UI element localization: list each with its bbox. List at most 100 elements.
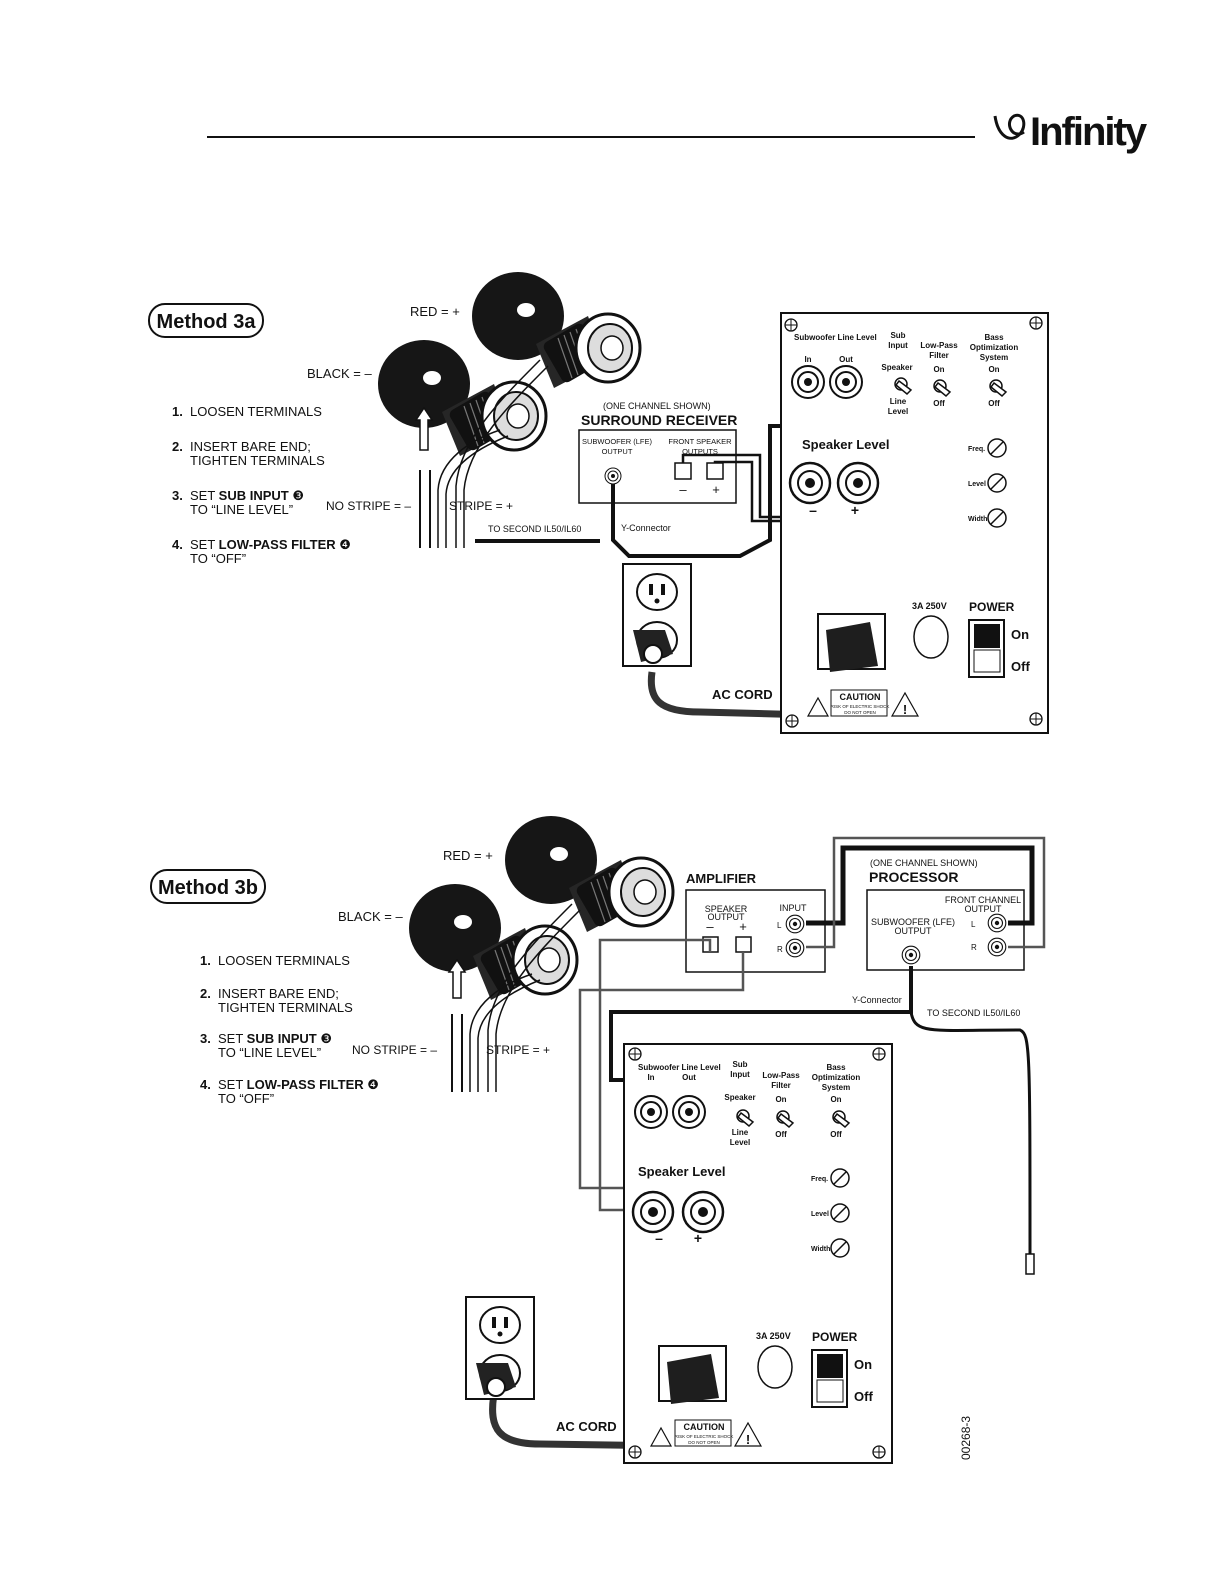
caution-text: CAUTION [840, 692, 881, 702]
step-4: 4. SET LOW-PASS FILTER ❹ TO “OFF” [172, 537, 351, 566]
caution-text-3: DO NOT OPEN [688, 1440, 719, 1445]
warning-triangle-icon [806, 696, 830, 717]
y-connector-label: Y-Connector [852, 995, 902, 1005]
speaker-wire-ends [419, 359, 549, 548]
step-3: 3. SET SUB INPUT ❸ TO “LINE LEVEL” [200, 1031, 332, 1060]
speaker-level-plus-label: + [694, 1230, 702, 1246]
iec-plug-icon [667, 1354, 719, 1404]
step-text: INSERT BARE END; [190, 439, 311, 454]
step-number: 3. [172, 488, 183, 503]
in-label: In [804, 355, 811, 364]
power-switch-rocker-off [816, 1379, 844, 1403]
screw-icon [785, 714, 799, 728]
receiver-sub-out-label-2: OUTPUT [602, 447, 633, 456]
infinity-logo-mark-icon [993, 113, 1026, 140]
step-1: 1. LOOSEN TERMINALS [200, 953, 350, 968]
line-out-jack-icon [672, 1095, 706, 1129]
line-label-2: Level [888, 407, 908, 416]
logo-text: Infinity [1030, 110, 1148, 154]
iec-plug-icon [826, 622, 878, 672]
amp-minus-label: – [706, 919, 714, 934]
line-in-jack-icon [791, 365, 825, 399]
out-label: Out [839, 355, 853, 364]
speaker-level-minus-label: – [655, 1230, 663, 1246]
method-3b: Method 3b RED = + BLACK = – NO STRIPE = … [150, 814, 1046, 1464]
power-switch-rocker [974, 624, 1000, 648]
fuse-holder-icon [913, 615, 949, 659]
caution-label: CAUTION RISK OF ELECTRIC SHOCK DO NOT OP… [649, 1419, 763, 1447]
ac-cord-label: AC CORD [556, 1419, 617, 1434]
proc-l-label: L [971, 920, 976, 929]
step-number: 3. [200, 1031, 211, 1046]
wall-outlet-icon [622, 563, 692, 667]
surround-receiver: (ONE CHANNEL SHOWN) SURROUND RECEIVER SU… [578, 401, 737, 504]
lpf-on-label: On [775, 1095, 786, 1104]
speaker-label: Speaker [724, 1093, 755, 1102]
sub-input-label: Sub [890, 331, 905, 340]
doc-code: 00268-3 [959, 1416, 973, 1460]
out-label: Out [682, 1073, 696, 1082]
speaker-level-minus-terminal-icon [631, 1190, 675, 1234]
method-3b-badge [150, 869, 266, 904]
level-label: Level [968, 481, 986, 488]
front-r-cable [806, 836, 1046, 949]
to-second-cable-b [909, 1011, 1032, 1255]
stripe-label: STRIPE = + [449, 499, 513, 513]
power-switch-rocker [817, 1354, 843, 1378]
power-label: POWER [969, 600, 1015, 614]
speaker-level-label: Speaker Level [802, 437, 889, 452]
proc-front-r-jack-icon [987, 937, 1007, 957]
step-number: 1. [200, 953, 211, 968]
caution-text-2: RISK OF ELECTRIC SHOCK [675, 1434, 734, 1439]
subwoofer-panel-a: Subwoofer Line Level In Out Sub Input Sp… [780, 312, 1049, 734]
caution-box [674, 1419, 732, 1447]
screw-icon [872, 1445, 886, 1459]
amp-plus-terminal [735, 936, 752, 953]
receiver-note: (ONE CHANNEL SHOWN) [603, 401, 711, 411]
level-label: Level [811, 1211, 829, 1218]
method-3a: Method 3a RED = + BLACK = – NO STRIPE = … [148, 270, 1049, 734]
step-text-line2: TIGHTEN TERMINALS [190, 453, 325, 468]
proc-r-label: R [971, 943, 977, 952]
step-2: 2. INSERT BARE END; TIGHTEN TERMINALS [172, 439, 325, 468]
bass-off-label: Off [830, 1130, 842, 1139]
amplifier: AMPLIFIER SPEAKER OUTPUT – + INPUT L R [685, 871, 826, 973]
step-text-line2: TO “LINE LEVEL” [218, 1045, 321, 1060]
amplifier-box [685, 889, 826, 973]
black-label: BLACK = – [338, 909, 403, 924]
black-label: BLACK = – [307, 366, 372, 381]
amp-r-label: R [777, 945, 783, 954]
fuse-label: 3A 250V [756, 1331, 791, 1341]
warning-triangle-icon [733, 1421, 763, 1447]
amp-speaker-out-label: SPEAKER [705, 904, 748, 914]
speaker-level-minus-terminal-icon [788, 461, 832, 505]
bass-opt-label-2: Optimization [812, 1073, 861, 1082]
power-off-label: Off [854, 1389, 873, 1404]
step-2: 2. INSERT BARE END; TIGHTEN TERMINALS [200, 986, 353, 1015]
step-text: LOOSEN TERMINALS [190, 404, 322, 419]
stripe-label: STRIPE = + [486, 1043, 550, 1057]
width-knob-icon [987, 508, 1007, 528]
bass-opt-label-2: Optimization [970, 343, 1019, 352]
sub-line-level-label: Subwoofer Line Level [794, 333, 877, 342]
step-text: SET LOW-PASS FILTER ❹ [190, 537, 351, 552]
no-stripe-label: NO STRIPE = – [326, 499, 411, 513]
caution-text: CAUTION [684, 1422, 725, 1432]
screw-icon [784, 318, 798, 332]
lpf-label: Low-Pass [762, 1071, 800, 1080]
freq-label: Freq. [968, 446, 985, 453]
proc-sub-out-jack-icon [901, 945, 921, 965]
receiver-plus-label: + [712, 482, 720, 497]
receiver-front-out-label: FRONT SPEAKER [668, 437, 732, 446]
freq-knob-icon [830, 1168, 850, 1188]
insert-arrow-icon [447, 958, 467, 999]
amplifier-title: AMPLIFIER [686, 871, 757, 886]
receiver-minus-label: – [679, 482, 687, 497]
method-3a-title: Method 3a [157, 311, 257, 333]
proc-front-label: FRONT CHANNEL [945, 895, 1021, 905]
ac-cord-label: AC CORD [712, 687, 773, 702]
in-label: In [647, 1073, 654, 1082]
step-1: 1. LOOSEN TERMINALS [172, 404, 322, 419]
method-3b-title: Method 3b [158, 877, 258, 899]
width-knob-icon [830, 1238, 850, 1258]
